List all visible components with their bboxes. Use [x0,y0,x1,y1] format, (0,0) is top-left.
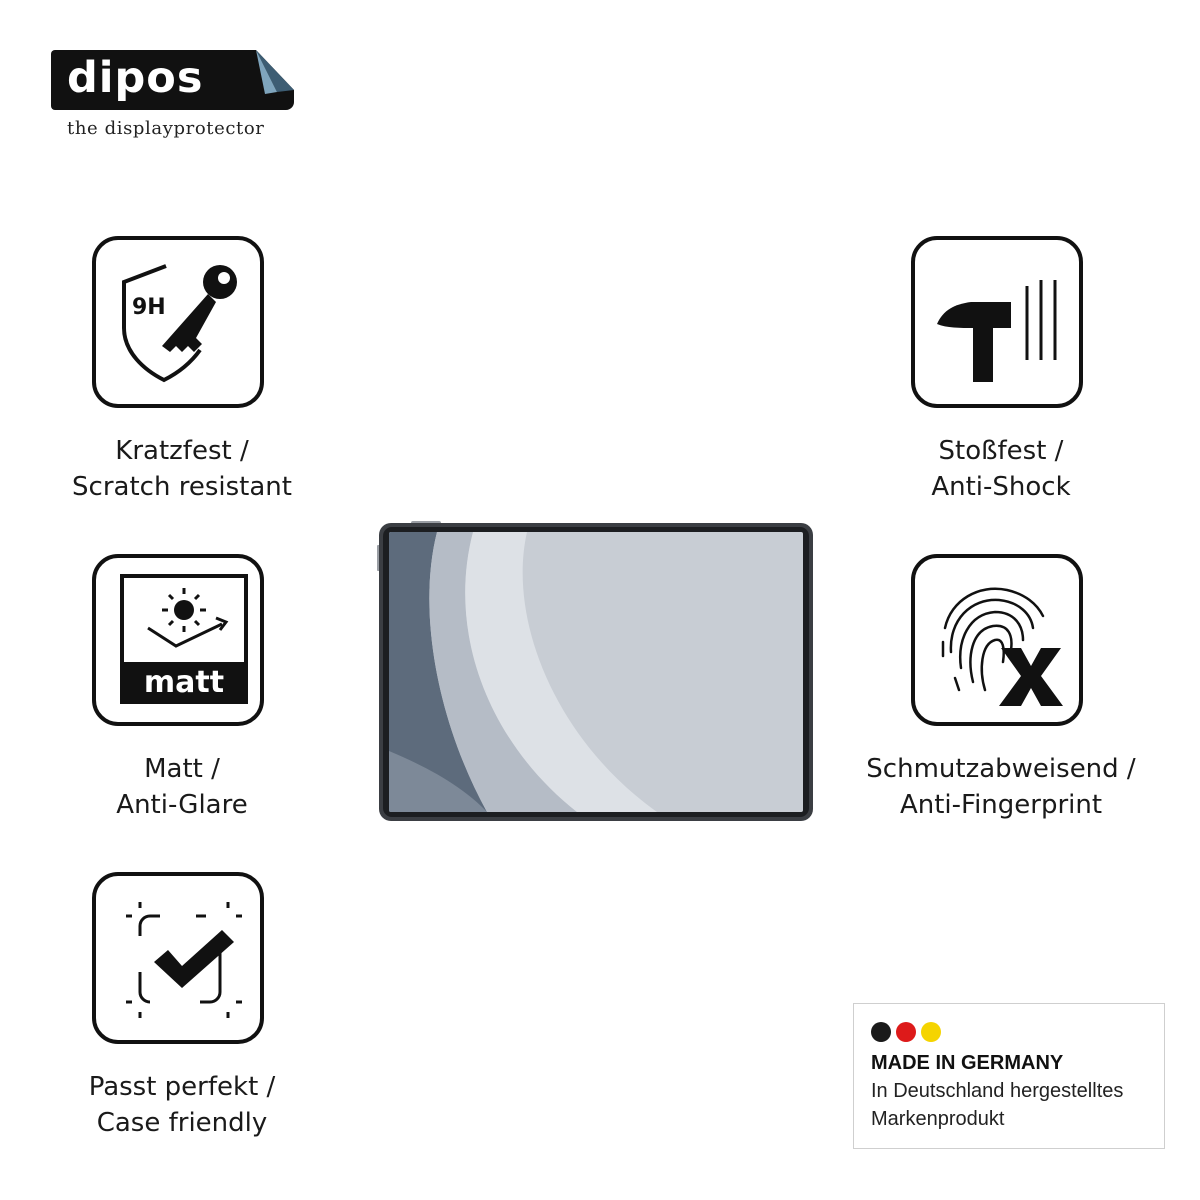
tablet-device-image [377,521,815,823]
made-in-germany-title: MADE IN GERMANY [871,1052,1064,1074]
matt-caption: Matt / Anti-Glare [2,751,362,823]
scratch-caption-en: Scratch resistant [72,472,292,502]
anti-glare-icon-box: matt [92,554,264,726]
flag-dot-gold [921,1022,941,1042]
logo-wordmark: dipos [67,53,204,103]
shield-key-icon: 9H [122,264,237,383]
tablet-illustration [377,521,813,821]
anti-fingerprint-icon-box [911,554,1083,726]
scratch-caption: Kratzfest / Scratch resistant [2,433,362,505]
brand-logo: dipos [51,50,294,110]
hammer-icon [937,280,1057,382]
case-friendly-icon-box [92,872,264,1044]
fingerprint-caption-de: Schmutzabweisend / [866,754,1136,784]
scratch-resistant-icon-box: 9H [92,236,264,408]
scratch-caption-de: Kratzfest / [115,436,249,466]
anti-shock-icon-box [911,236,1083,408]
fit-caption-de: Passt perfekt / [88,1072,276,1102]
logo-tagline: the displayprotector [67,118,265,139]
fingerprint-x-icon [941,587,1063,706]
fit-caption: Passt perfekt / Case friendly [2,1069,362,1141]
shock-caption: Stoßfest / Anti-Shock [821,433,1181,505]
sun-matt-icon: matt [120,574,248,704]
fingerprint-caption-en: Anti-Fingerprint [899,790,1103,820]
checkmark-frame-icon [126,902,242,1018]
made-in-germany-line-1: In Deutschland hergestelltes [871,1080,1124,1102]
fingerprint-caption: Schmutzabweisend / Anti-Fingerprint [821,751,1181,823]
shock-caption-en: Anti-Shock [931,472,1071,502]
flag-dot-black [871,1022,891,1042]
logo-badge-shape [51,50,294,110]
matt-caption-en: Anti-Glare [116,790,248,820]
fit-caption-en: Case friendly [96,1108,268,1138]
9h-label: 9H [132,295,166,320]
shock-caption-de: Stoßfest / [938,436,1064,466]
flag-dot-red [896,1022,916,1042]
matt-caption-de: Matt / [144,754,220,784]
made-in-germany-line-2: Markenprodukt [871,1108,1005,1130]
made-in-germany-badge: MADE IN GERMANY In Deutschland hergestel… [853,1003,1165,1149]
matt-label: matt [144,665,224,700]
